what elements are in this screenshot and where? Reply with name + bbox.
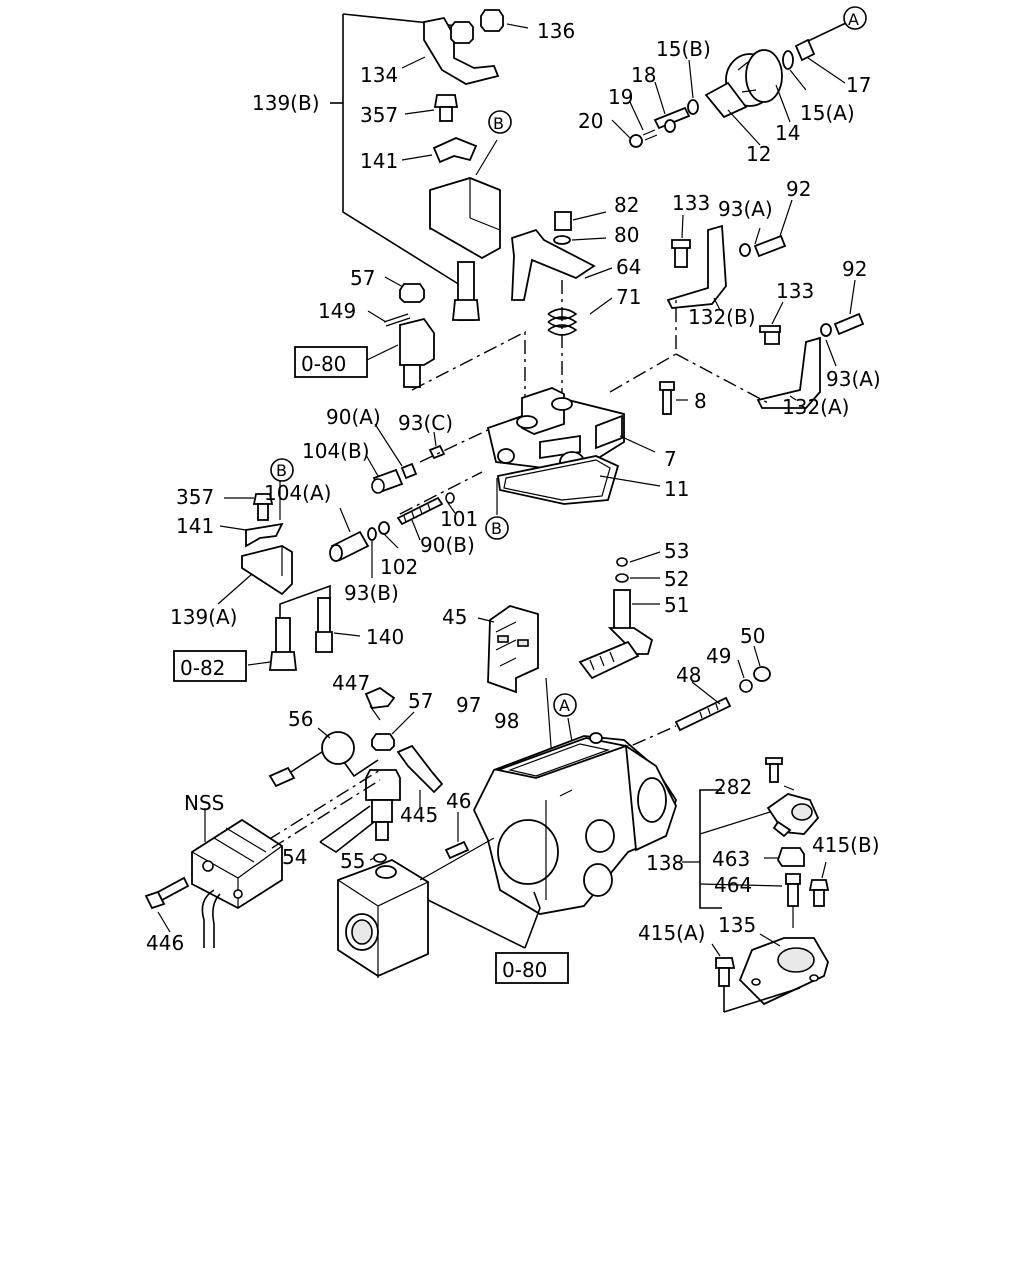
label-11: 11 [664,477,689,501]
label-446: 446 [146,931,184,955]
label-140: 140 [366,625,404,649]
label-133-top: 133 [672,191,710,215]
label-56: 56 [288,707,313,731]
boxed-references [173,346,569,984]
label-51: 51 [664,593,689,617]
label-415a: 415(A) [638,921,705,945]
label-132a: 132(A) [782,395,849,419]
label-55: 55 [340,849,365,873]
label-8: 8 [694,389,707,413]
label-7: 7 [664,447,677,471]
label-104b: 104(B) [302,439,370,463]
label-139a: 139(A) [170,605,237,629]
label-54: 54 [282,845,307,869]
label-15b: 15(B) [656,37,711,61]
label-57-top: 57 [350,266,375,290]
label-139b: 139(B) [252,91,320,115]
label-52: 52 [664,567,689,591]
label-92-top: 92 [786,177,811,201]
ref-circle-b-mid [485,516,509,540]
label-141-left: 141 [176,514,214,538]
label-90b: 90(B) [420,533,475,557]
label-50: 50 [740,624,765,648]
label-415b: 415(B) [812,833,880,857]
label-93c: 93(C) [398,411,453,435]
label-19: 19 [608,85,633,109]
label-357-top: 357 [360,103,398,127]
label-149: 149 [318,299,356,323]
ref-box-080-bottom [495,952,569,984]
label-463: 463 [712,847,750,871]
part-labels: 136 134 139(B) 357 141 B 57 149 0-80 15(… [146,10,881,982]
ref-a-top: A [848,10,859,29]
middle-group [477,551,771,761]
fitting-group [329,423,489,578]
ref-a-mid: A [559,696,570,715]
label-nss: NSS [184,791,224,815]
label-49: 49 [706,644,731,668]
label-101: 101 [440,507,478,531]
label-464: 464 [714,873,752,897]
label-93a-mid: 93(A) [826,367,881,391]
lever-group [511,211,613,400]
label-138: 138 [646,851,684,875]
label-12: 12 [746,142,771,166]
label-14: 14 [775,121,800,145]
label-64: 64 [616,255,641,279]
label-97: 97 [456,693,481,717]
label-92-mid: 92 [842,257,867,281]
label-282: 282 [714,775,752,799]
label-20: 20 [578,109,603,133]
label-93a-top: 93(A) [718,197,773,221]
label-134: 134 [360,63,398,87]
label-57-low: 57 [408,689,433,713]
governor-group [611,21,849,148]
label-445: 445 [400,803,438,827]
bracket-group-139b [330,9,529,440]
label-45: 45 [442,605,467,629]
label-71: 71 [616,285,641,309]
lower-left-group [144,686,526,978]
reference-markers [270,6,867,717]
ref-circle-b-left [270,458,294,482]
label-46: 46 [446,789,471,813]
label-102: 102 [380,555,418,579]
label-53: 53 [664,539,689,563]
label-17: 17 [846,73,871,97]
label-80: 80 [614,223,639,247]
ref-b-mid: B [491,519,502,538]
cover-assembly [486,387,661,515]
ref-box-082 [173,650,247,682]
ref-box-082-text: 0-82 [180,656,225,680]
label-357-left: 357 [176,485,214,509]
label-104a: 104(A) [264,481,331,505]
label-90a: 90(A) [326,405,381,429]
bracket-group-139a [217,480,361,671]
label-132b: 132(B) [688,305,756,329]
label-15a: 15(A) [800,101,855,125]
label-93b: 93(B) [344,581,399,605]
ref-b-left: B [276,461,287,480]
bracket-group-132 [609,199,865,415]
lower-right-group [682,757,830,1013]
label-98: 98 [494,709,519,733]
ref-circle-b-top [488,110,512,134]
ref-box-080-top [294,346,368,378]
ref-b-top: B [493,114,504,133]
label-135: 135 [718,913,756,937]
ref-box-080-top-text: 0-80 [301,352,346,376]
ref-circle-a-mid [553,693,577,717]
label-141-top: 141 [360,149,398,173]
label-136: 136 [537,19,575,43]
ref-circle-a-top [843,6,867,30]
pump-housing [473,732,677,949]
label-82: 82 [614,193,639,217]
ref-box-080-bottom-text: 0-80 [502,958,547,982]
label-133-mid: 133 [776,279,814,303]
label-18: 18 [631,63,656,87]
label-48: 48 [676,663,701,687]
label-447: 447 [332,671,370,695]
